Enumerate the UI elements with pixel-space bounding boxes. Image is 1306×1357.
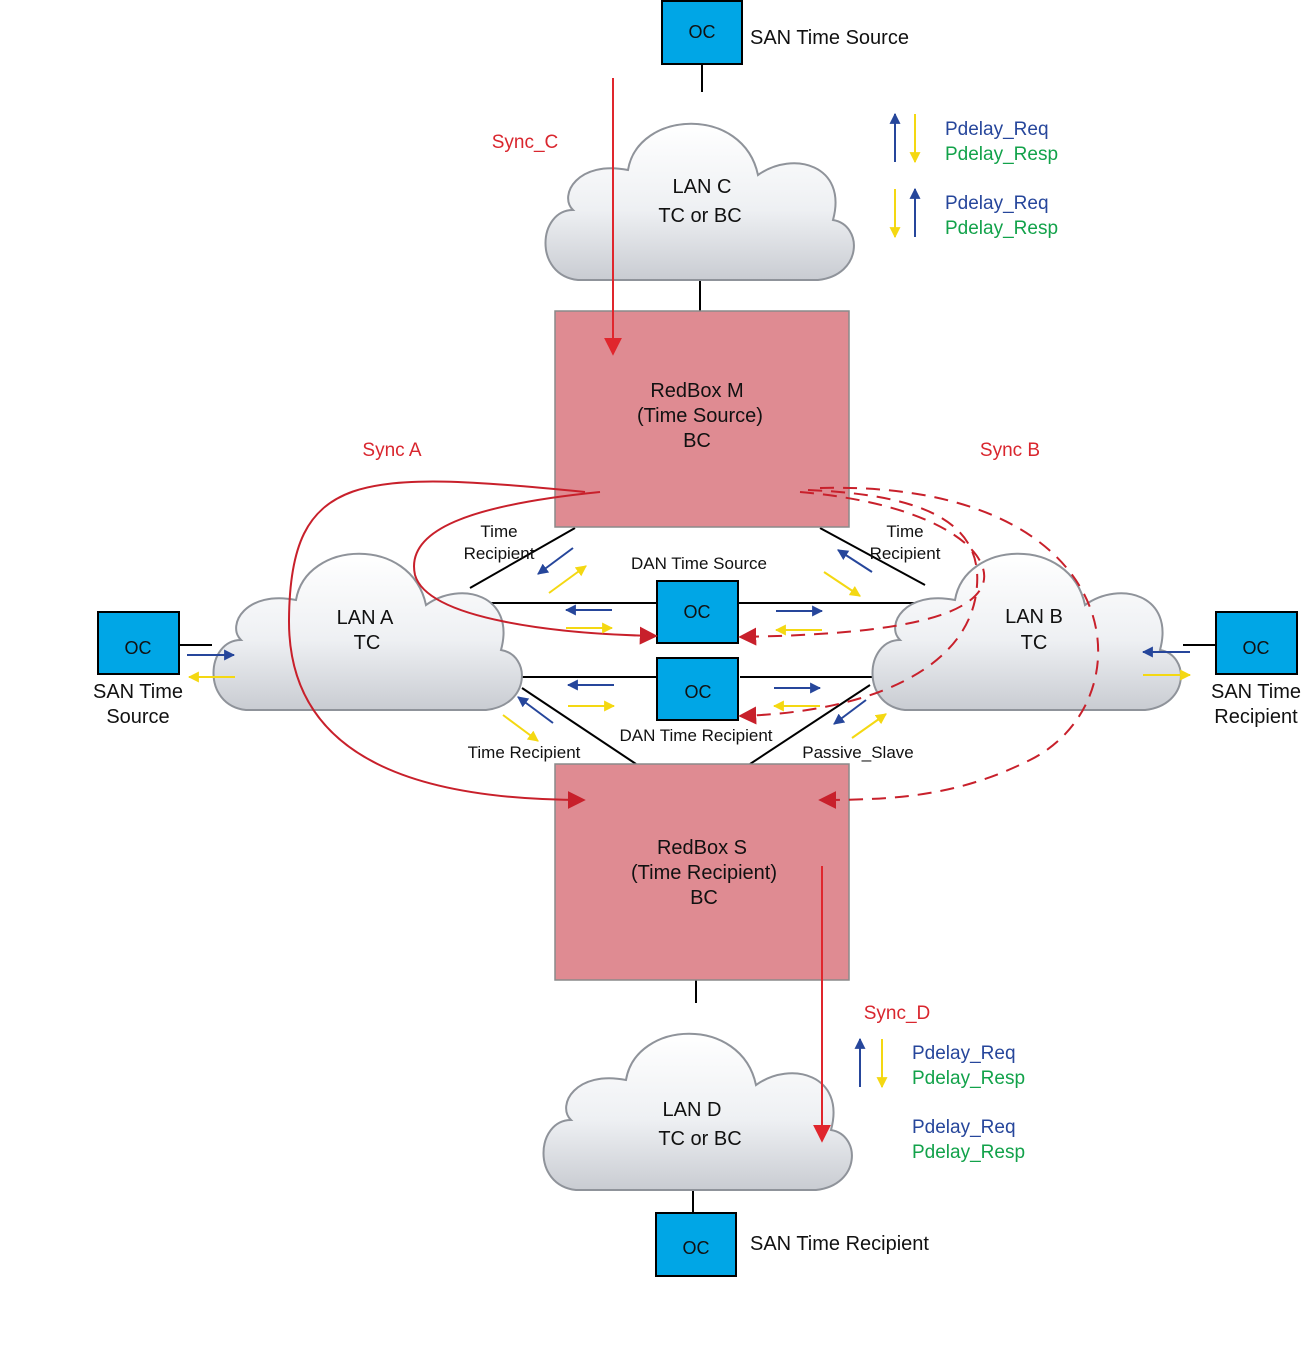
lan-b-type: TC	[1021, 632, 1048, 654]
legend-top-resp-2: Pdelay_Resp	[945, 218, 1058, 239]
arrow-down-left-icon	[537, 547, 574, 575]
link-redbox-m-lan-a	[469, 527, 576, 589]
sync-a-path-to-redbox-s	[287, 480, 586, 809]
right-oc-label: OC	[1243, 638, 1270, 658]
bottom-oc-box	[655, 1212, 737, 1277]
sync-b-path-to-redbox-s	[818, 486, 1100, 809]
lan-d-title: LAN D	[663, 1099, 722, 1121]
lan-a-title: LAN A	[337, 607, 394, 629]
right-oc-box	[1215, 611, 1298, 675]
sync-a-label: Sync A	[362, 440, 421, 461]
dan-bottom-oc-box	[656, 657, 739, 721]
redbox-s-name: RedBox S	[657, 837, 747, 859]
sync-c-label: Sync_C	[492, 132, 559, 153]
sync-b-path-to-dan-bottom	[738, 489, 979, 725]
redbox-s-role: (Time Recipient)	[631, 862, 777, 884]
connection-lines	[179, 64, 1216, 1213]
sync-d-label: Sync_D	[864, 1003, 931, 1024]
redbox-m-type: BC	[683, 430, 711, 452]
left-oc-caption-1: SAN Time	[93, 681, 183, 703]
arrow-down-left-icon	[833, 699, 867, 725]
redbox-m	[554, 310, 850, 528]
port-label-s-right: Passive_Slave	[802, 743, 914, 762]
dan-top-caption: DAN Time Source	[631, 554, 767, 573]
sync-a-path-to-dan	[413, 491, 658, 645]
link-redbox-s-lan-a	[521, 687, 637, 765]
left-oc-label: OC	[125, 638, 152, 658]
left-oc-caption-2: Source	[106, 706, 169, 728]
bottom-oc-caption: SAN Time Recipient	[750, 1233, 929, 1255]
legend-bottom-resp-1: Pdelay_Resp	[912, 1068, 1025, 1089]
lan-c-cloud	[544, 122, 855, 281]
legend-bottom-resp-2: Pdelay_Resp	[912, 1142, 1025, 1163]
legend-bottom-req-2: Pdelay_Req	[912, 1117, 1016, 1138]
bottom-oc-label: OC	[683, 1238, 710, 1258]
legend-bottom-req-1: Pdelay_Req	[912, 1043, 1016, 1064]
port-label-m-right-1: Time	[886, 522, 923, 541]
redbox-m-name: RedBox M	[650, 380, 743, 402]
legend-top	[889, 112, 921, 239]
right-oc-caption-2: Recipient	[1214, 706, 1298, 728]
left-oc-box	[97, 611, 180, 675]
redbox-m-role: (Time Source)	[637, 405, 763, 427]
link-redbox-s-lan-b	[749, 684, 871, 765]
lan-c-title: LAN C	[673, 176, 732, 198]
redbox-s-type: BC	[690, 887, 718, 909]
arrow-down-right-icon	[502, 714, 539, 742]
legend-bottom	[854, 1037, 888, 1089]
top-oc-caption: SAN Time Source	[750, 27, 909, 49]
arrow-up-left-icon	[837, 549, 873, 573]
dan-bottom-caption: DAN Time Recipient	[619, 726, 772, 745]
link-redbox-m-lan-b	[819, 527, 926, 586]
port-label-m-right-2: Recipient	[870, 544, 941, 563]
lan-c-type: TC or BC	[658, 205, 741, 227]
arrow-up-right-icon	[851, 713, 887, 739]
legend-top-resp-1: Pdelay_Resp	[945, 144, 1058, 165]
arrow-up-left-icon	[517, 696, 554, 724]
pdelay-arrows	[187, 547, 1192, 742]
sync-b-label: Sync B	[980, 440, 1040, 461]
lan-d-type: TC or BC	[658, 1128, 741, 1150]
top-oc-box	[661, 0, 743, 65]
arrow-down-right-icon	[823, 571, 861, 597]
legend-top-req-1: Pdelay_Req	[945, 119, 1049, 140]
lan-a-type: TC	[354, 632, 381, 654]
arrow-up-right-icon	[548, 565, 587, 594]
port-label-m-left-2: Recipient	[464, 544, 535, 563]
right-oc-caption-1: SAN Time	[1211, 681, 1301, 703]
dan-top-oc-box	[656, 580, 739, 644]
port-label-s-left: Time Recipient	[468, 743, 581, 762]
cloud-icon	[544, 122, 855, 281]
legend-top-req-2: Pdelay_Req	[945, 193, 1049, 214]
lan-b-title: LAN B	[1005, 606, 1063, 628]
dan-top-oc-label: OC	[684, 602, 711, 622]
top-oc-label: OC	[689, 22, 716, 42]
redbox-s	[554, 763, 850, 981]
port-label-m-left-1: Time	[480, 522, 517, 541]
dan-bottom-oc-label: OC	[685, 682, 712, 702]
